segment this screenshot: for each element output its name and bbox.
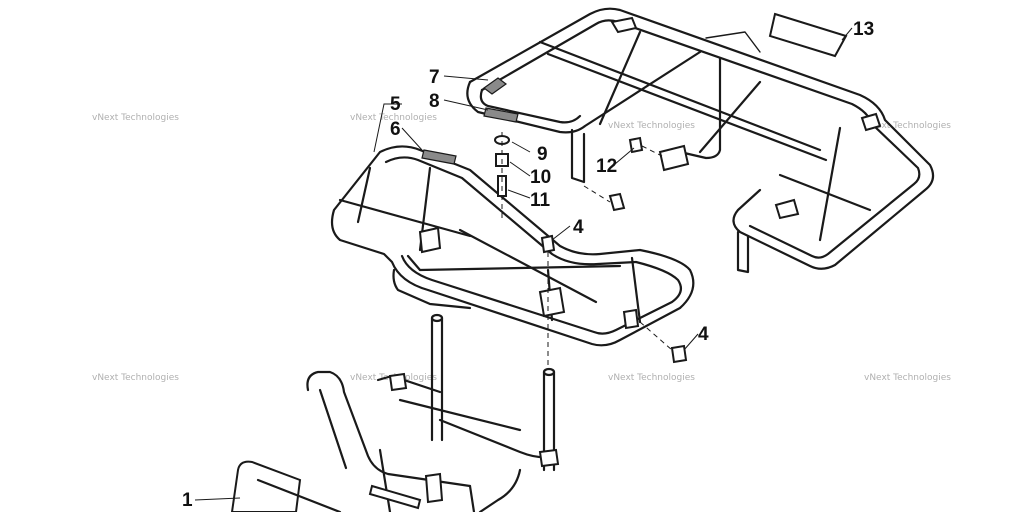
- watermark: vNext Technologies: [864, 373, 951, 383]
- callout-6: 6: [390, 119, 401, 140]
- front-rack: [330, 145, 695, 347]
- bolt-4-center: [540, 234, 556, 254]
- rear-rack: [466, 7, 935, 274]
- callout-4-upper: 4: [573, 217, 584, 238]
- bolt-4-upper: [608, 192, 626, 212]
- bolt-4-lower: [670, 344, 688, 364]
- bumper-assembly: [230, 313, 560, 512]
- callout-9: 9: [537, 144, 548, 165]
- decal-13: [768, 12, 848, 58]
- callout-11: 11: [530, 190, 551, 211]
- callout-1: 1: [182, 490, 193, 511]
- watermark: vNext Technologies: [92, 113, 179, 123]
- callout-5: 5: [390, 94, 401, 115]
- callout-10: 10: [530, 167, 551, 188]
- hardware: [494, 135, 688, 364]
- callout-8: 8: [429, 91, 440, 112]
- leader-lines: [194, 27, 853, 501]
- watermark: vNext Technologies: [350, 113, 437, 123]
- callout-4-lower: 4: [698, 324, 709, 345]
- watermark: vNext Technologies: [92, 373, 179, 383]
- watermark: vNext Technologies: [864, 121, 951, 131]
- callout-7: 7: [429, 67, 440, 88]
- watermark: vNext Technologies: [608, 373, 695, 383]
- callouts: 1 4 4 5 6 7 8 9 10 11 12 13: [182, 19, 874, 511]
- watermarks: vNext Technologies vNext Technologies vN…: [92, 113, 951, 383]
- watermark: vNext Technologies: [608, 121, 695, 131]
- callout-13: 13: [853, 19, 874, 40]
- alignment-lines: [501, 132, 673, 368]
- callout-12: 12: [596, 156, 617, 177]
